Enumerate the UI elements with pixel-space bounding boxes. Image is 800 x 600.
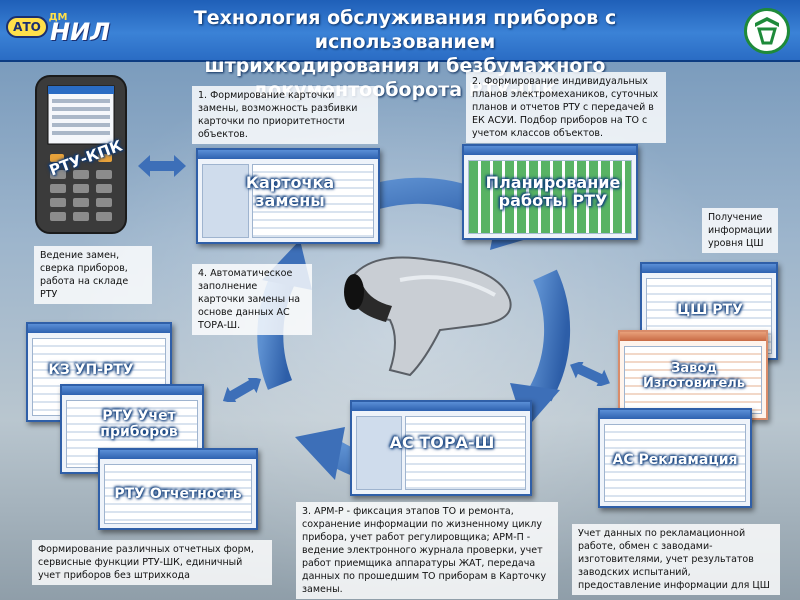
- kz-label: КЗ УП-РТУ: [48, 362, 134, 378]
- double-arrow-left-icon: [222, 378, 262, 402]
- title-line-1: Технология обслуживания приборов с испол…: [193, 7, 617, 53]
- cshu-label: ЦШ РТУ: [677, 302, 743, 318]
- logo-ato-dm-nil: АТО ДМ НИЛ: [6, 10, 110, 52]
- cycle-arrow-right: [528, 269, 571, 402]
- railway-emblem-icon: [744, 8, 790, 54]
- reklam-label: АС Рекламация: [612, 452, 738, 468]
- planning-screen: [462, 144, 638, 240]
- uchet-label: РТУ Учет приборов: [100, 408, 178, 441]
- step-4-text: 4. Автоматическое заполнение карточки за…: [192, 264, 312, 335]
- card-screen: [196, 148, 380, 244]
- reports-caption: Формирование различных отчетных форм, се…: [32, 540, 272, 585]
- planning-label: Планирование работы РТУ: [485, 173, 621, 211]
- pda-device-icon: [35, 75, 127, 234]
- otchet-screen: [98, 448, 258, 530]
- reklam-screen: [598, 408, 752, 508]
- tora-screen: [350, 400, 532, 496]
- cshu-caption: Получение информации уровня ЦШ: [702, 208, 778, 253]
- step-3-text: 3. АРМ-Р - фиксация этапов ТО и ремонта,…: [296, 502, 558, 599]
- reclamation-caption: Учет данных по рекламационной работе, об…: [572, 524, 780, 595]
- double-arrow-right-icon: [570, 362, 610, 386]
- logo-nil-text: НИЛ: [50, 18, 111, 46]
- card-label: Карточка замены: [245, 173, 335, 211]
- device-caption: Ведение замен, сверка приборов, работа н…: [34, 246, 152, 304]
- step-2-text: 2. Формирование индивидуальных планов эл…: [466, 72, 666, 143]
- otchet-label: РТУ Отчетность: [114, 486, 242, 502]
- logo-dm-text: ДМ: [48, 12, 68, 23]
- tora-label: АС ТОРА-Ш: [389, 433, 495, 452]
- double-arrow-icon: [138, 155, 186, 177]
- emblem-shape: [755, 17, 779, 45]
- barcode-scanner-icon: [344, 256, 512, 377]
- step-1-text: 1. Формирование карточки замены, возможн…: [192, 86, 378, 144]
- logo-ato-text: АТО: [6, 16, 48, 38]
- cycle-arrowhead-bottom: [295, 427, 345, 480]
- header-bar: АТО ДМ НИЛ Технология обслуживания прибо…: [0, 0, 800, 101]
- zavod-label: Завод Изготовитель: [642, 361, 746, 391]
